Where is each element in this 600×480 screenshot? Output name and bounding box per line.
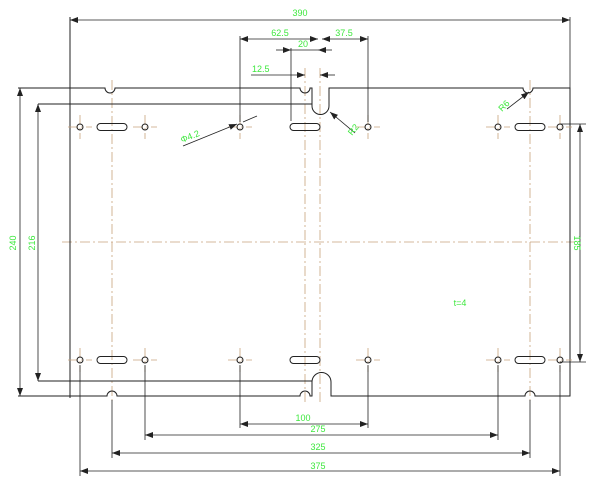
dim-390: 390	[292, 8, 307, 18]
plate-outline	[18, 17, 571, 398]
dimension-lines	[17, 17, 586, 476]
dim-62-5: 62.5	[271, 28, 289, 38]
dim-275: 275	[310, 424, 325, 434]
dim-325: 325	[310, 442, 325, 452]
dim-hole-diameter: Φ4.2	[179, 128, 201, 145]
dim-375: 375	[310, 461, 325, 471]
hole	[556, 356, 564, 364]
dim-notch-radius: R6	[496, 98, 511, 113]
hole	[141, 356, 149, 364]
dimension-labels: 390 62.5 37.5 20 12.5 Φ4.2 R2 R6 240 216…	[8, 8, 582, 471]
hole	[141, 123, 149, 131]
hole	[76, 356, 84, 364]
hole	[364, 123, 372, 131]
dim-216: 216	[27, 235, 37, 250]
slot	[96, 123, 128, 131]
dim-12-5: 12.5	[252, 64, 270, 74]
hole	[76, 123, 84, 131]
dim-slot-radius: R2	[346, 122, 361, 137]
hole	[236, 356, 244, 364]
slot	[96, 356, 128, 364]
dim-100: 100	[295, 413, 310, 423]
dim-185: 185	[572, 235, 582, 250]
slot	[289, 356, 321, 364]
dim-240: 240	[8, 235, 18, 250]
slot	[514, 123, 546, 131]
thickness-note: t=4	[454, 298, 467, 308]
hole	[236, 123, 244, 131]
dim-37-5: 37.5	[335, 28, 353, 38]
slot	[514, 356, 546, 364]
hole	[494, 356, 502, 364]
hole	[364, 356, 372, 364]
slot	[289, 123, 321, 131]
hole	[494, 123, 502, 131]
dim-20: 20	[298, 39, 308, 49]
